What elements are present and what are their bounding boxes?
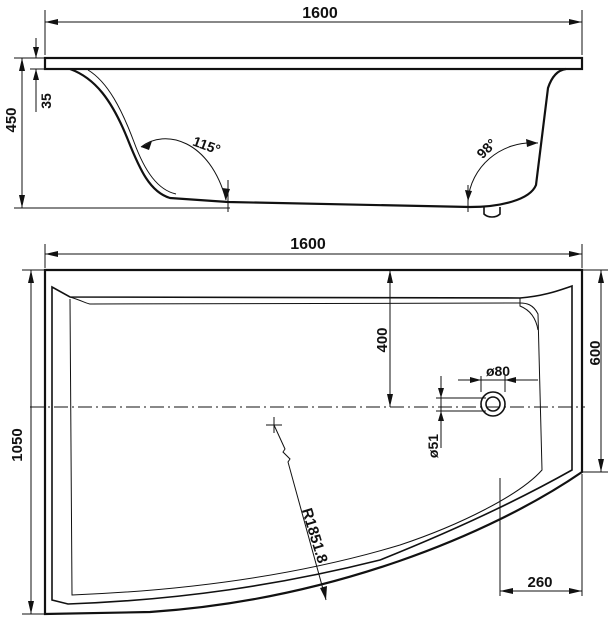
top-view: 1600 1050 600 400 ø80	[9, 236, 608, 616]
top-depth-label: 400	[374, 327, 391, 352]
side-angle-right-label: 98°	[473, 135, 499, 161]
radius-leader-line	[273, 424, 327, 601]
overflow-diameter-label: ø51	[425, 434, 441, 458]
radius-label: R1851.8	[298, 506, 331, 565]
side-view-tub-body	[69, 67, 567, 209]
side-angle-left-arc	[140, 138, 227, 201]
top-length-label: 1600	[290, 236, 326, 253]
side-view-inner-line	[87, 69, 177, 195]
corner-offset-label: 260	[527, 574, 552, 591]
top-view-outer-outline	[43, 268, 584, 616]
drain-inner-circle	[485, 396, 501, 412]
side-angle-left-label: 115°	[191, 133, 223, 158]
side-rim-thickness-label: 35	[38, 93, 54, 109]
top-view-inner-basin	[51, 284, 573, 605]
side-length-label: 1600	[302, 5, 338, 22]
drain-diameter-label: ø80	[486, 363, 510, 379]
side-view-drain	[483, 207, 501, 218]
side-view: 1600 450 35 115° 98°	[3, 5, 584, 218]
top-view-basin-floor	[69, 298, 543, 596]
top-width-label: 1050	[9, 428, 26, 461]
top-right-width-label: 600	[587, 340, 604, 365]
side-view-rim	[43, 56, 584, 71]
drain-outer-circle	[480, 391, 506, 417]
side-height-label: 450	[3, 107, 20, 132]
